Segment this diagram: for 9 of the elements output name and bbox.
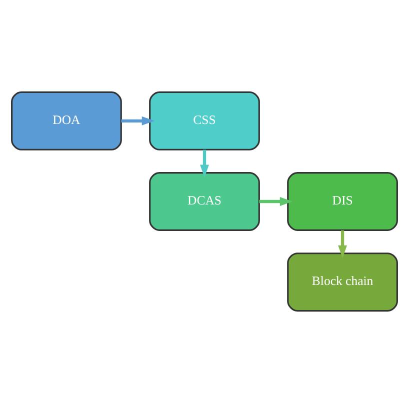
arrow [200,149,209,178]
node-box: DIS [287,171,398,231]
node-box: DOA [11,90,122,150]
node-box: CSS [149,90,260,150]
node-box: DCAS [149,171,260,231]
arrow [121,116,155,125]
arrow [338,230,348,258]
arrow [259,196,293,206]
node-box: Block chain [287,252,398,312]
